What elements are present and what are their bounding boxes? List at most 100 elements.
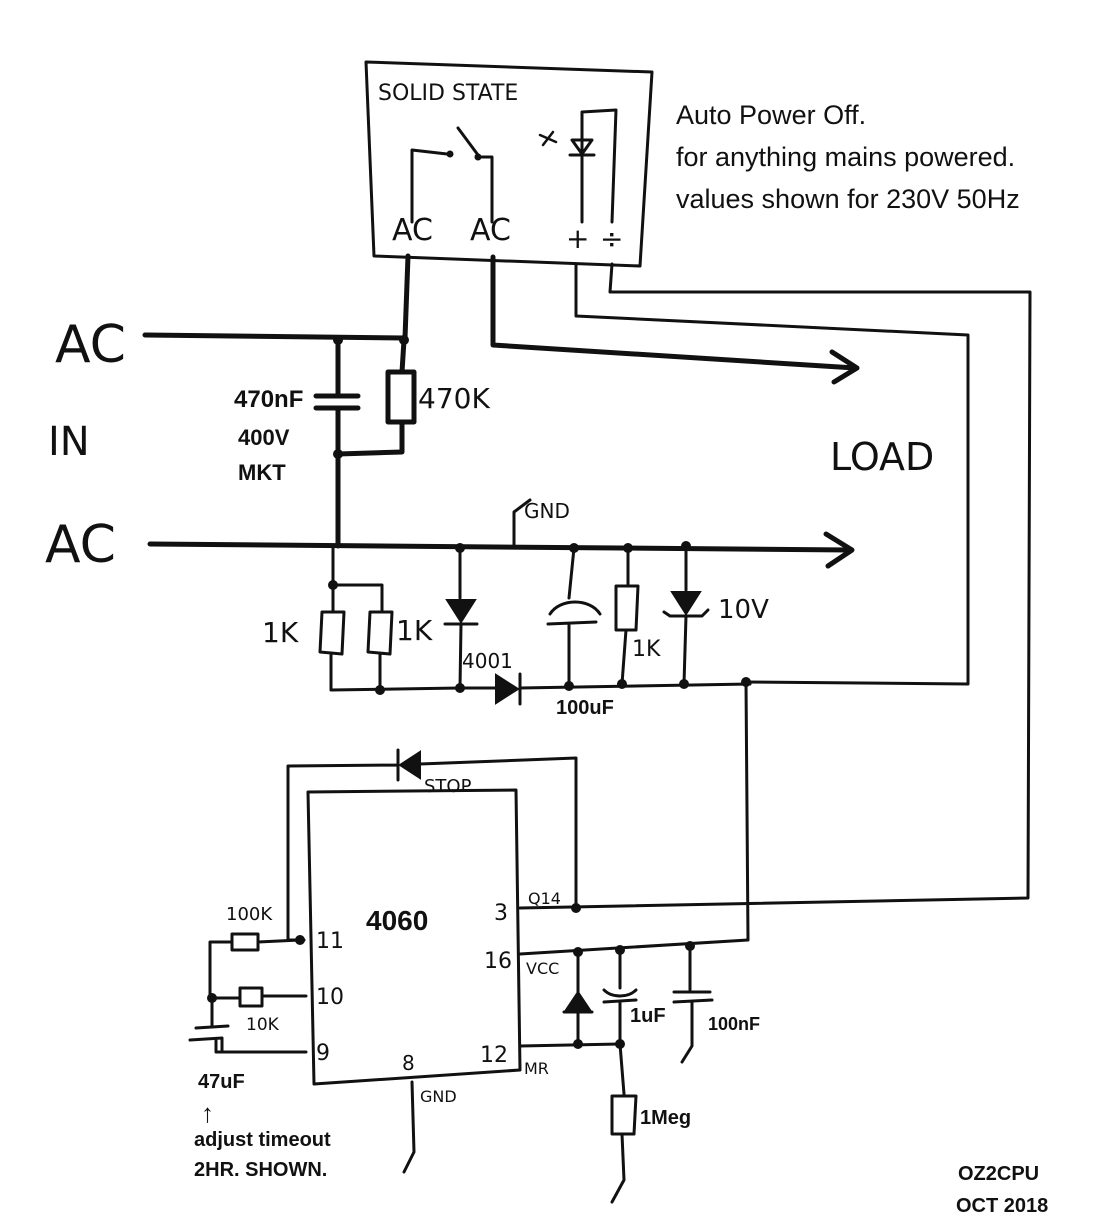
vcc-rail-wire	[518, 680, 750, 956]
cap-100uf-label: 100uF	[556, 697, 614, 719]
relay-ac-right-label: AC	[470, 213, 511, 248]
gnd-top-label: GND	[524, 499, 570, 523]
dropper-capacitor	[313, 337, 361, 457]
ic-pin8-label: 8	[402, 1051, 415, 1075]
ic-mr-label: MR	[524, 1059, 549, 1078]
res-1meg-icon	[610, 1042, 638, 1204]
cap-100uf-icon	[546, 546, 602, 688]
mr-wire	[518, 1042, 622, 1048]
ic-name-label: 4060	[366, 905, 428, 936]
relay-switch-blade	[456, 126, 480, 157]
mr-diode-cathode	[562, 1010, 594, 1046]
ic-pin3-label: 3	[494, 901, 508, 926]
zener-cathode	[662, 608, 710, 686]
dropper-cap-value: 470nF	[234, 386, 303, 413]
junction-dot	[564, 681, 574, 691]
relay-led-wires	[580, 108, 618, 224]
stop-diode-icon	[398, 750, 421, 780]
ic-vcc-label: VCC	[526, 959, 559, 978]
cap-1uf-icon	[602, 948, 638, 1046]
ac-in-bottom-label: AC	[45, 515, 116, 575]
load-live-wire	[490, 254, 858, 371]
ic-gnd-wire	[402, 1080, 416, 1174]
q14-to-relay-minus-wire	[518, 262, 1032, 910]
load-arrow-bottom-icon	[823, 531, 855, 569]
ac-in-top-label: AC	[55, 315, 126, 375]
relay-contact-left	[410, 148, 449, 224]
dropper-cap-type: MKT	[238, 460, 286, 485]
load-arrow-top-icon	[829, 349, 860, 385]
stop-diode-wire-right	[418, 756, 578, 910]
author-label: OZ2CPU	[958, 1163, 1039, 1185]
in-label: IN	[48, 419, 90, 465]
res-1k-left	[318, 583, 462, 692]
mains-wiring: AC IN AC LOAD GND	[45, 253, 934, 575]
cap-100nf-icon	[672, 944, 714, 1064]
res-1k-right-label: 1K	[396, 614, 433, 647]
dropper-network: 470nF 400V MKT 470K	[234, 335, 490, 549]
res-1meg-label: 1Meg	[640, 1107, 691, 1129]
cap-47uf-label: 47uF	[198, 1071, 245, 1093]
junction-dot	[679, 679, 689, 689]
bleeder-resistor-label: 470K	[418, 382, 490, 415]
ic-pin11-label: 11	[316, 929, 344, 954]
ic-4060-body	[306, 788, 522, 1086]
gnd-tick-icon	[512, 498, 532, 549]
relay-ac-left-label: AC	[392, 213, 433, 248]
relay-led-icon	[568, 138, 596, 157]
cap-100nf-label: 100nF	[708, 1014, 760, 1034]
ic-pin12-label: 12	[480, 1043, 508, 1068]
live-wire	[142, 253, 411, 341]
res-1k-shunt	[614, 546, 640, 686]
stop-diode-label: STOP	[424, 776, 472, 797]
relay-label: SOLID STATE	[378, 81, 518, 106]
title-line-2: for anything mains powered.	[676, 142, 1015, 172]
mr-diode-icon	[564, 990, 592, 1011]
junction-dot	[617, 679, 627, 689]
zener-label: 10V	[718, 595, 769, 625]
neutral-wire	[147, 541, 853, 553]
ic-pin16-label: 16	[484, 949, 512, 974]
timer-4060: 4060 3 Q14 STOP 16 VCC 1uF 100nF 12 MR	[188, 262, 1032, 1204]
power-supply: 1K 1K 4001 100uF 1K 10V	[262, 262, 970, 956]
adjust-note-line-1: adjust timeout	[194, 1129, 331, 1151]
relay-plus-label: +	[566, 222, 589, 255]
solid-state-relay: SOLID STATE AC AC + ÷	[364, 60, 654, 268]
cap-47uf-icon	[188, 996, 308, 1054]
dropper-cap-voltage: 400V	[238, 425, 290, 450]
series-diode-cathode	[518, 672, 752, 706]
res-1k-shunt-label: 1K	[632, 637, 661, 662]
res-1k-right	[366, 598, 394, 692]
series-diode-icon	[495, 673, 520, 705]
relay-plus-wire	[574, 262, 970, 686]
res-100k-icon	[208, 932, 302, 1000]
ic-gnd-label: GND	[420, 1087, 457, 1106]
diode-4001-label: 4001	[462, 649, 513, 673]
res-1k-left-label: 1K	[262, 616, 299, 649]
res-10k-label: 10K	[246, 1015, 280, 1035]
date-label: OCT 2018	[956, 1195, 1048, 1217]
adjust-note-line-2: 2HR. SHOWN.	[194, 1159, 327, 1181]
relay-contact-node	[446, 150, 454, 158]
ic-pin10-label: 10	[316, 985, 344, 1010]
junction-dot	[375, 685, 385, 695]
res-100k-label: 100K	[226, 904, 273, 925]
title-line-1: Auto Power Off.	[676, 100, 866, 130]
junction-dot	[573, 1039, 583, 1049]
relay-led-light-icon	[538, 130, 558, 147]
title-block: Auto Power Off. for anything mains power…	[676, 100, 1020, 214]
diode-4001-icon	[445, 599, 477, 624]
title-line-3: values shown for 230V 50Hz	[676, 184, 1020, 214]
ic-pin9-label: 9	[316, 1041, 330, 1066]
relay-minus-label: ÷	[600, 222, 623, 255]
relay-contact-right	[476, 155, 494, 224]
load-label: LOAD	[830, 435, 934, 479]
zener-icon	[670, 591, 702, 616]
bleeder-resistor	[335, 337, 417, 457]
res-1k-top-wire	[331, 543, 384, 602]
cap-1uf-label: 1uF	[630, 1005, 666, 1027]
relay-box	[364, 60, 654, 268]
diode-4001-cathode	[443, 622, 479, 690]
ic-q14-label: Q14	[528, 889, 561, 908]
